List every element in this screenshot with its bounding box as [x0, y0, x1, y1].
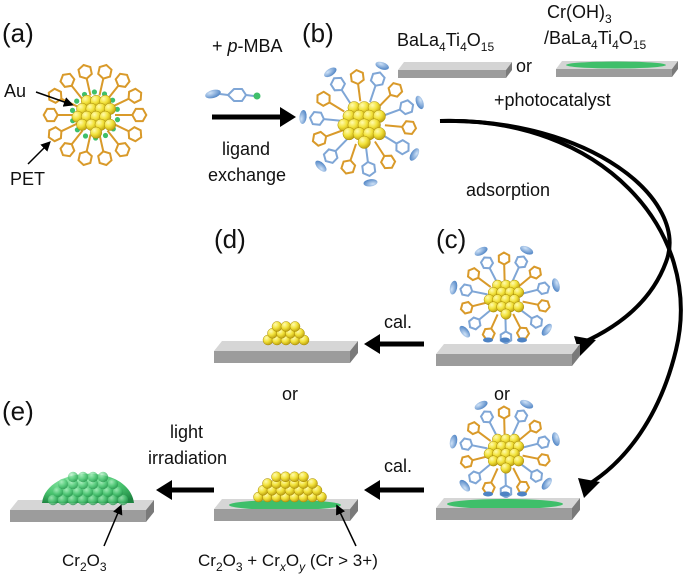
au-nanoparticle-d [262, 321, 310, 346]
pet-label: PET [10, 169, 45, 189]
cr2o3-label: Cr2O3 [62, 551, 107, 574]
support-croh-balati-label: /BaLa4Ti4O15 [544, 28, 646, 52]
or-support-label: or [516, 56, 532, 76]
mixed-oxide-label: Cr2O3 + CrxOy (Cr > 3+) [198, 551, 378, 574]
calcination-arrowhead-d [364, 334, 380, 354]
ligand-exchange-arrowhead [280, 107, 296, 127]
cal-label-d: cal. [384, 312, 412, 332]
exchange-label: exchange [208, 165, 286, 185]
ligand-label: ligand [222, 139, 270, 159]
or-label-c: or [494, 384, 510, 404]
adsorption-arrow-to-c [439, 118, 672, 345]
au-pointer-arrow [35, 91, 74, 107]
balati-support-slab [398, 62, 512, 78]
irradiation-arrowhead [156, 480, 172, 500]
pet-pointer-arrow [27, 141, 51, 165]
au-mba-cluster [299, 61, 424, 187]
cal-label-e: cal. [384, 456, 412, 476]
pmba-label: + p-MBA [212, 36, 283, 56]
panel-label-e: (e) [2, 396, 34, 426]
support-slab-c1 [436, 344, 580, 366]
adsorption-arrowhead-c-cr [578, 478, 600, 498]
mixed-oxide-pointer-arrow [336, 504, 357, 547]
au-label: Au [4, 81, 26, 101]
support-balati-label: BaLa4Ti4O15 [397, 30, 494, 54]
panel-label-c: (c) [436, 224, 466, 254]
au-pet-cluster [42, 63, 148, 167]
support-slab-d [214, 341, 358, 363]
irradiation-label: irradiation [148, 448, 227, 468]
or-label-d: or [282, 384, 298, 404]
adsorbed-cluster-on-support [449, 245, 560, 355]
panel-label-a: (a) [2, 18, 34, 48]
cr2o3-pointer-arrow [103, 504, 123, 547]
support-slab-c2 [436, 498, 580, 520]
photocatalyst-label: +photocatalyst [494, 90, 611, 110]
panel-label-d: (d) [214, 224, 246, 254]
adsorbed-cluster-on-cr-support [449, 399, 560, 509]
light-label: light [170, 422, 203, 442]
croh-balati-support-slab [556, 61, 678, 77]
adsorption-arrow-to-c-cr [439, 118, 683, 488]
support-croh-label: Cr(OH)3 [547, 2, 612, 26]
support-slab-e-mixed [214, 499, 358, 521]
au-nanoparticle-e [253, 471, 327, 503]
pmba-molecule-icon [205, 88, 261, 102]
panel-label-b: (b) [302, 18, 334, 48]
cr2o3-shell-texture [47, 471, 129, 506]
adsorption-label: adsorption [466, 180, 550, 200]
calcination-arrowhead-e [364, 480, 380, 500]
